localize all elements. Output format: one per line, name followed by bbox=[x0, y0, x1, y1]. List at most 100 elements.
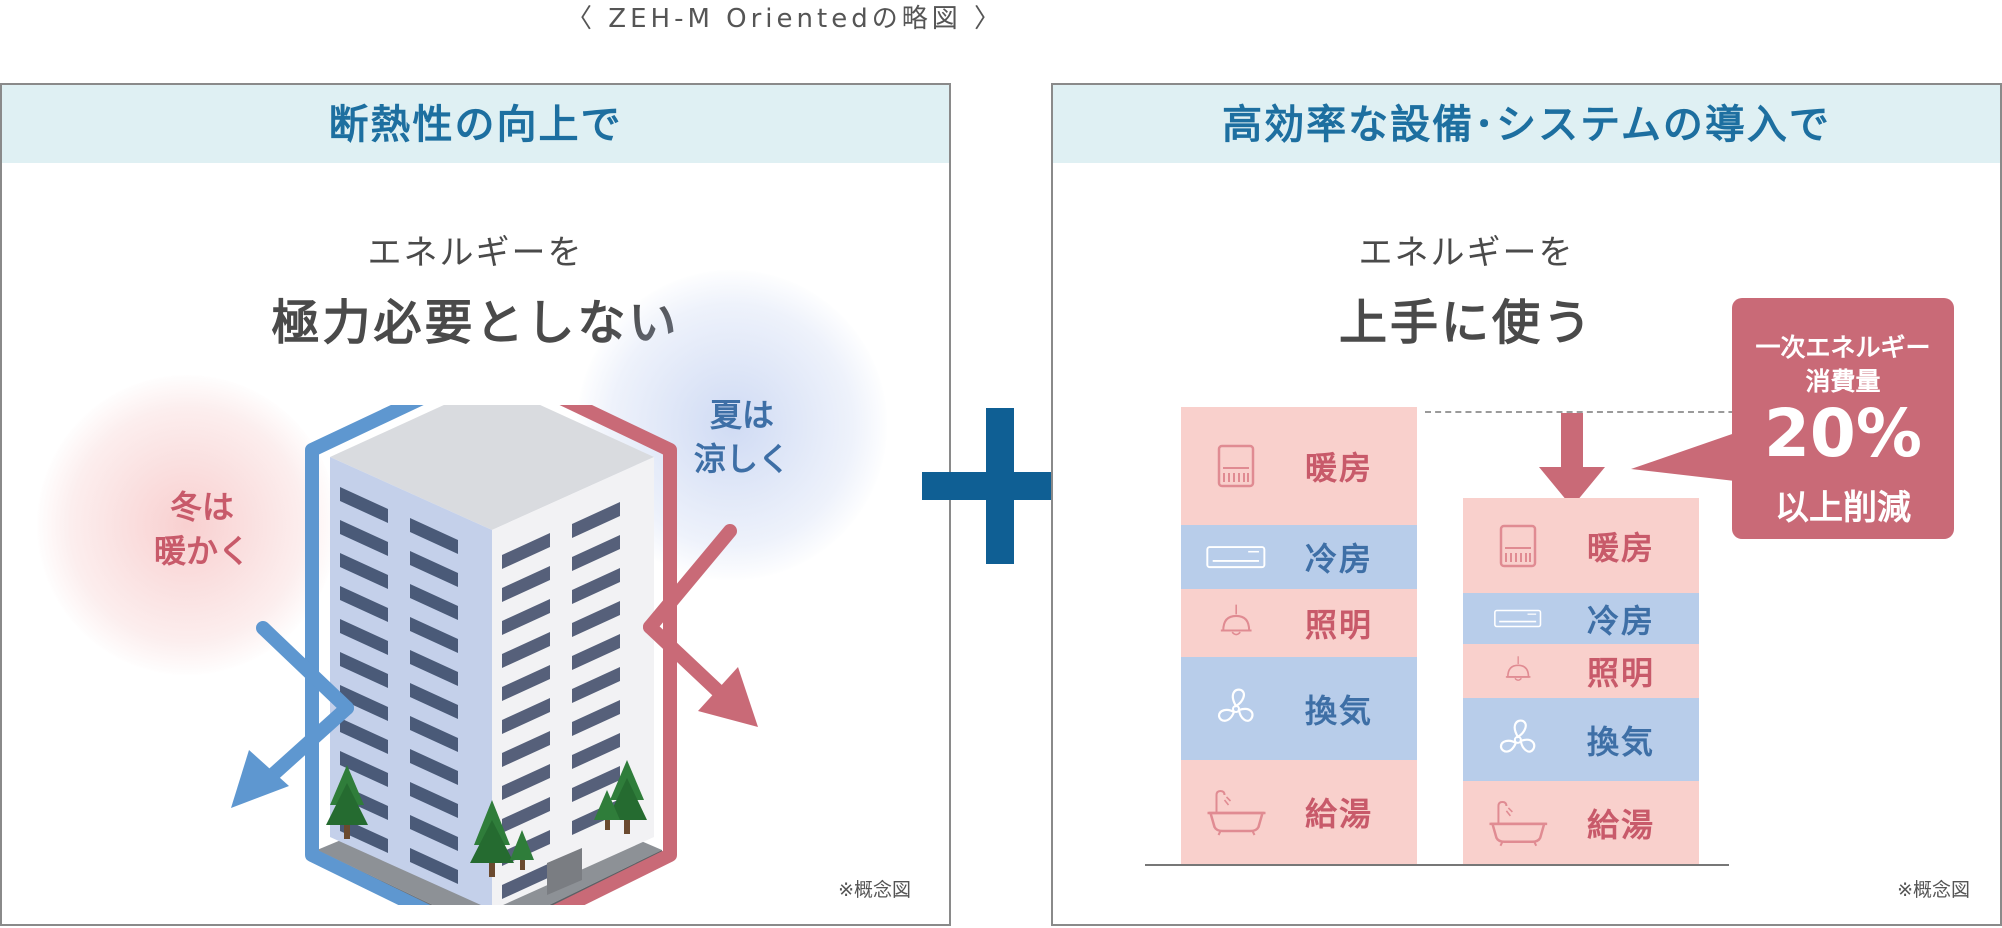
summer-label-line1: 夏は bbox=[709, 396, 774, 434]
callout-line1: 一次エネルギー bbox=[1755, 333, 1931, 362]
left-subtitle-line1: エネルギーを bbox=[367, 233, 584, 273]
pendant-lamp-icon bbox=[1201, 589, 1271, 656]
energy-chart: 給湯 換気 照明 冷房 暖房給湯 換気 照明 冷房 暖房 bbox=[1053, 85, 2002, 928]
building-window bbox=[502, 698, 550, 734]
building-window bbox=[340, 586, 388, 622]
building-window bbox=[410, 683, 458, 719]
diagram-title: 〈 ZEH-M Orientedの略図 〉 bbox=[566, 4, 1004, 34]
building-windows-left bbox=[340, 487, 458, 884]
bar-segment: 暖房 bbox=[1181, 407, 1417, 526]
left-subtitle-line2: 極力必要としない bbox=[271, 295, 680, 351]
cool-arrow bbox=[231, 621, 354, 808]
building-window bbox=[340, 718, 388, 754]
bar-segment: 冷房 bbox=[1181, 525, 1417, 590]
segment-label: 照明 bbox=[1587, 654, 1656, 693]
building-window bbox=[502, 632, 550, 668]
building-window bbox=[340, 487, 388, 523]
tree-group bbox=[326, 760, 647, 877]
heater-icon bbox=[1483, 498, 1553, 593]
building-window bbox=[410, 551, 458, 587]
building-window bbox=[572, 568, 620, 604]
bathtub-icon bbox=[1483, 781, 1553, 864]
callout-line2: 消費量 bbox=[1805, 367, 1881, 396]
bar-segment: 暖房 bbox=[1463, 498, 1699, 593]
segment-label: 給湯 bbox=[1305, 795, 1374, 834]
building-window bbox=[340, 553, 388, 589]
building-window bbox=[572, 502, 620, 538]
building-window bbox=[502, 764, 550, 800]
building-window bbox=[572, 733, 620, 769]
building-window bbox=[410, 584, 458, 620]
building-window bbox=[410, 650, 458, 686]
building-window bbox=[502, 533, 550, 569]
segment-label: 冷房 bbox=[1305, 540, 1374, 579]
reduction-arrow bbox=[1539, 413, 1605, 507]
building-window bbox=[410, 782, 458, 818]
summer-label-line2: 涼しく bbox=[693, 440, 790, 478]
building-window bbox=[410, 749, 458, 785]
building-window bbox=[502, 665, 550, 701]
building-window bbox=[502, 863, 550, 899]
right-subtitle-line2: 上手に使う bbox=[1338, 295, 1594, 351]
segment-label: 換気 bbox=[1305, 691, 1374, 730]
segment-label: 照明 bbox=[1305, 606, 1374, 645]
bar-segment: 冷房 bbox=[1463, 592, 1699, 645]
bar-segment: 照明 bbox=[1181, 589, 1417, 657]
building-window bbox=[410, 518, 458, 554]
building-window bbox=[410, 617, 458, 653]
building-window bbox=[572, 601, 620, 637]
left-panel-note: ※概念図 bbox=[838, 879, 911, 901]
winter-label-line1: 冬は bbox=[169, 488, 234, 526]
bar-segment: 照明 bbox=[1463, 644, 1699, 699]
winter-label-line2: 暖かく bbox=[153, 532, 250, 570]
callout-value: 20% bbox=[1764, 395, 1922, 472]
energy-bar: 給湯 換気 照明 冷房 暖房 bbox=[1181, 407, 1417, 864]
insulation-panel-heading: 断熱性の向上で bbox=[2, 85, 949, 163]
bar-segment: 換気 bbox=[1181, 656, 1417, 761]
pendant-lamp-icon bbox=[1483, 644, 1553, 698]
equipment-panel-heading: 高効率な設備･システムの導入で bbox=[1053, 85, 2000, 163]
building-window bbox=[502, 599, 550, 635]
heater-icon bbox=[1201, 407, 1271, 525]
building-window bbox=[572, 634, 620, 670]
callout-pointer bbox=[1631, 433, 1735, 481]
building-window bbox=[410, 716, 458, 752]
building-window bbox=[410, 848, 458, 884]
building-window bbox=[340, 652, 388, 688]
right-subtitle-line1: エネルギーを bbox=[1358, 233, 1575, 273]
air-conditioner-icon bbox=[1483, 593, 1553, 644]
air-conditioner-icon bbox=[1201, 525, 1271, 589]
building-window bbox=[502, 566, 550, 602]
energy-bar: 給湯 換気 照明 冷房 暖房 bbox=[1463, 498, 1699, 864]
bar-segment: 給湯 bbox=[1181, 760, 1417, 864]
reduction-callout: 一次エネルギー 消費量 20% 以上削減 bbox=[1732, 298, 1954, 539]
building-window bbox=[340, 619, 388, 655]
chart-baseline bbox=[1145, 864, 1729, 866]
building-window bbox=[502, 731, 550, 767]
bathtub-icon bbox=[1201, 760, 1271, 864]
winter-label: 冬は 暖かく bbox=[122, 485, 282, 573]
building-window bbox=[502, 797, 550, 833]
insulation-panel: 断熱性の向上で エネルギーを 極力必要としない 冬は 暖かく 夏は 涼しく bbox=[0, 83, 951, 926]
segment-label: 給湯 bbox=[1587, 805, 1656, 844]
callout-line3: 以上削減 bbox=[1775, 488, 1911, 528]
building-roof bbox=[330, 405, 654, 530]
building-window bbox=[340, 685, 388, 721]
building-window bbox=[340, 520, 388, 556]
building-window bbox=[572, 700, 620, 736]
segment-label: 換気 bbox=[1587, 722, 1656, 761]
building-window bbox=[572, 766, 620, 802]
building-window bbox=[340, 751, 388, 787]
right-panel-note: ※概念図 bbox=[1897, 879, 1970, 901]
segment-label: 暖房 bbox=[1305, 449, 1374, 488]
building-window bbox=[410, 815, 458, 851]
warm-glow bbox=[37, 375, 337, 675]
fan-icon bbox=[1483, 698, 1553, 781]
segment-label: 暖房 bbox=[1587, 528, 1656, 567]
equipment-panel: 高効率な設備･システムの導入で エネルギーを 上手に使う 一次エネルギー 消費量… bbox=[1051, 83, 2002, 926]
building-window bbox=[340, 817, 388, 853]
cool-outline bbox=[305, 405, 431, 905]
summer-label: 夏は 涼しく bbox=[662, 393, 822, 481]
reference-dashed-line bbox=[1425, 411, 1785, 413]
bar-segment: 換気 bbox=[1463, 698, 1699, 782]
